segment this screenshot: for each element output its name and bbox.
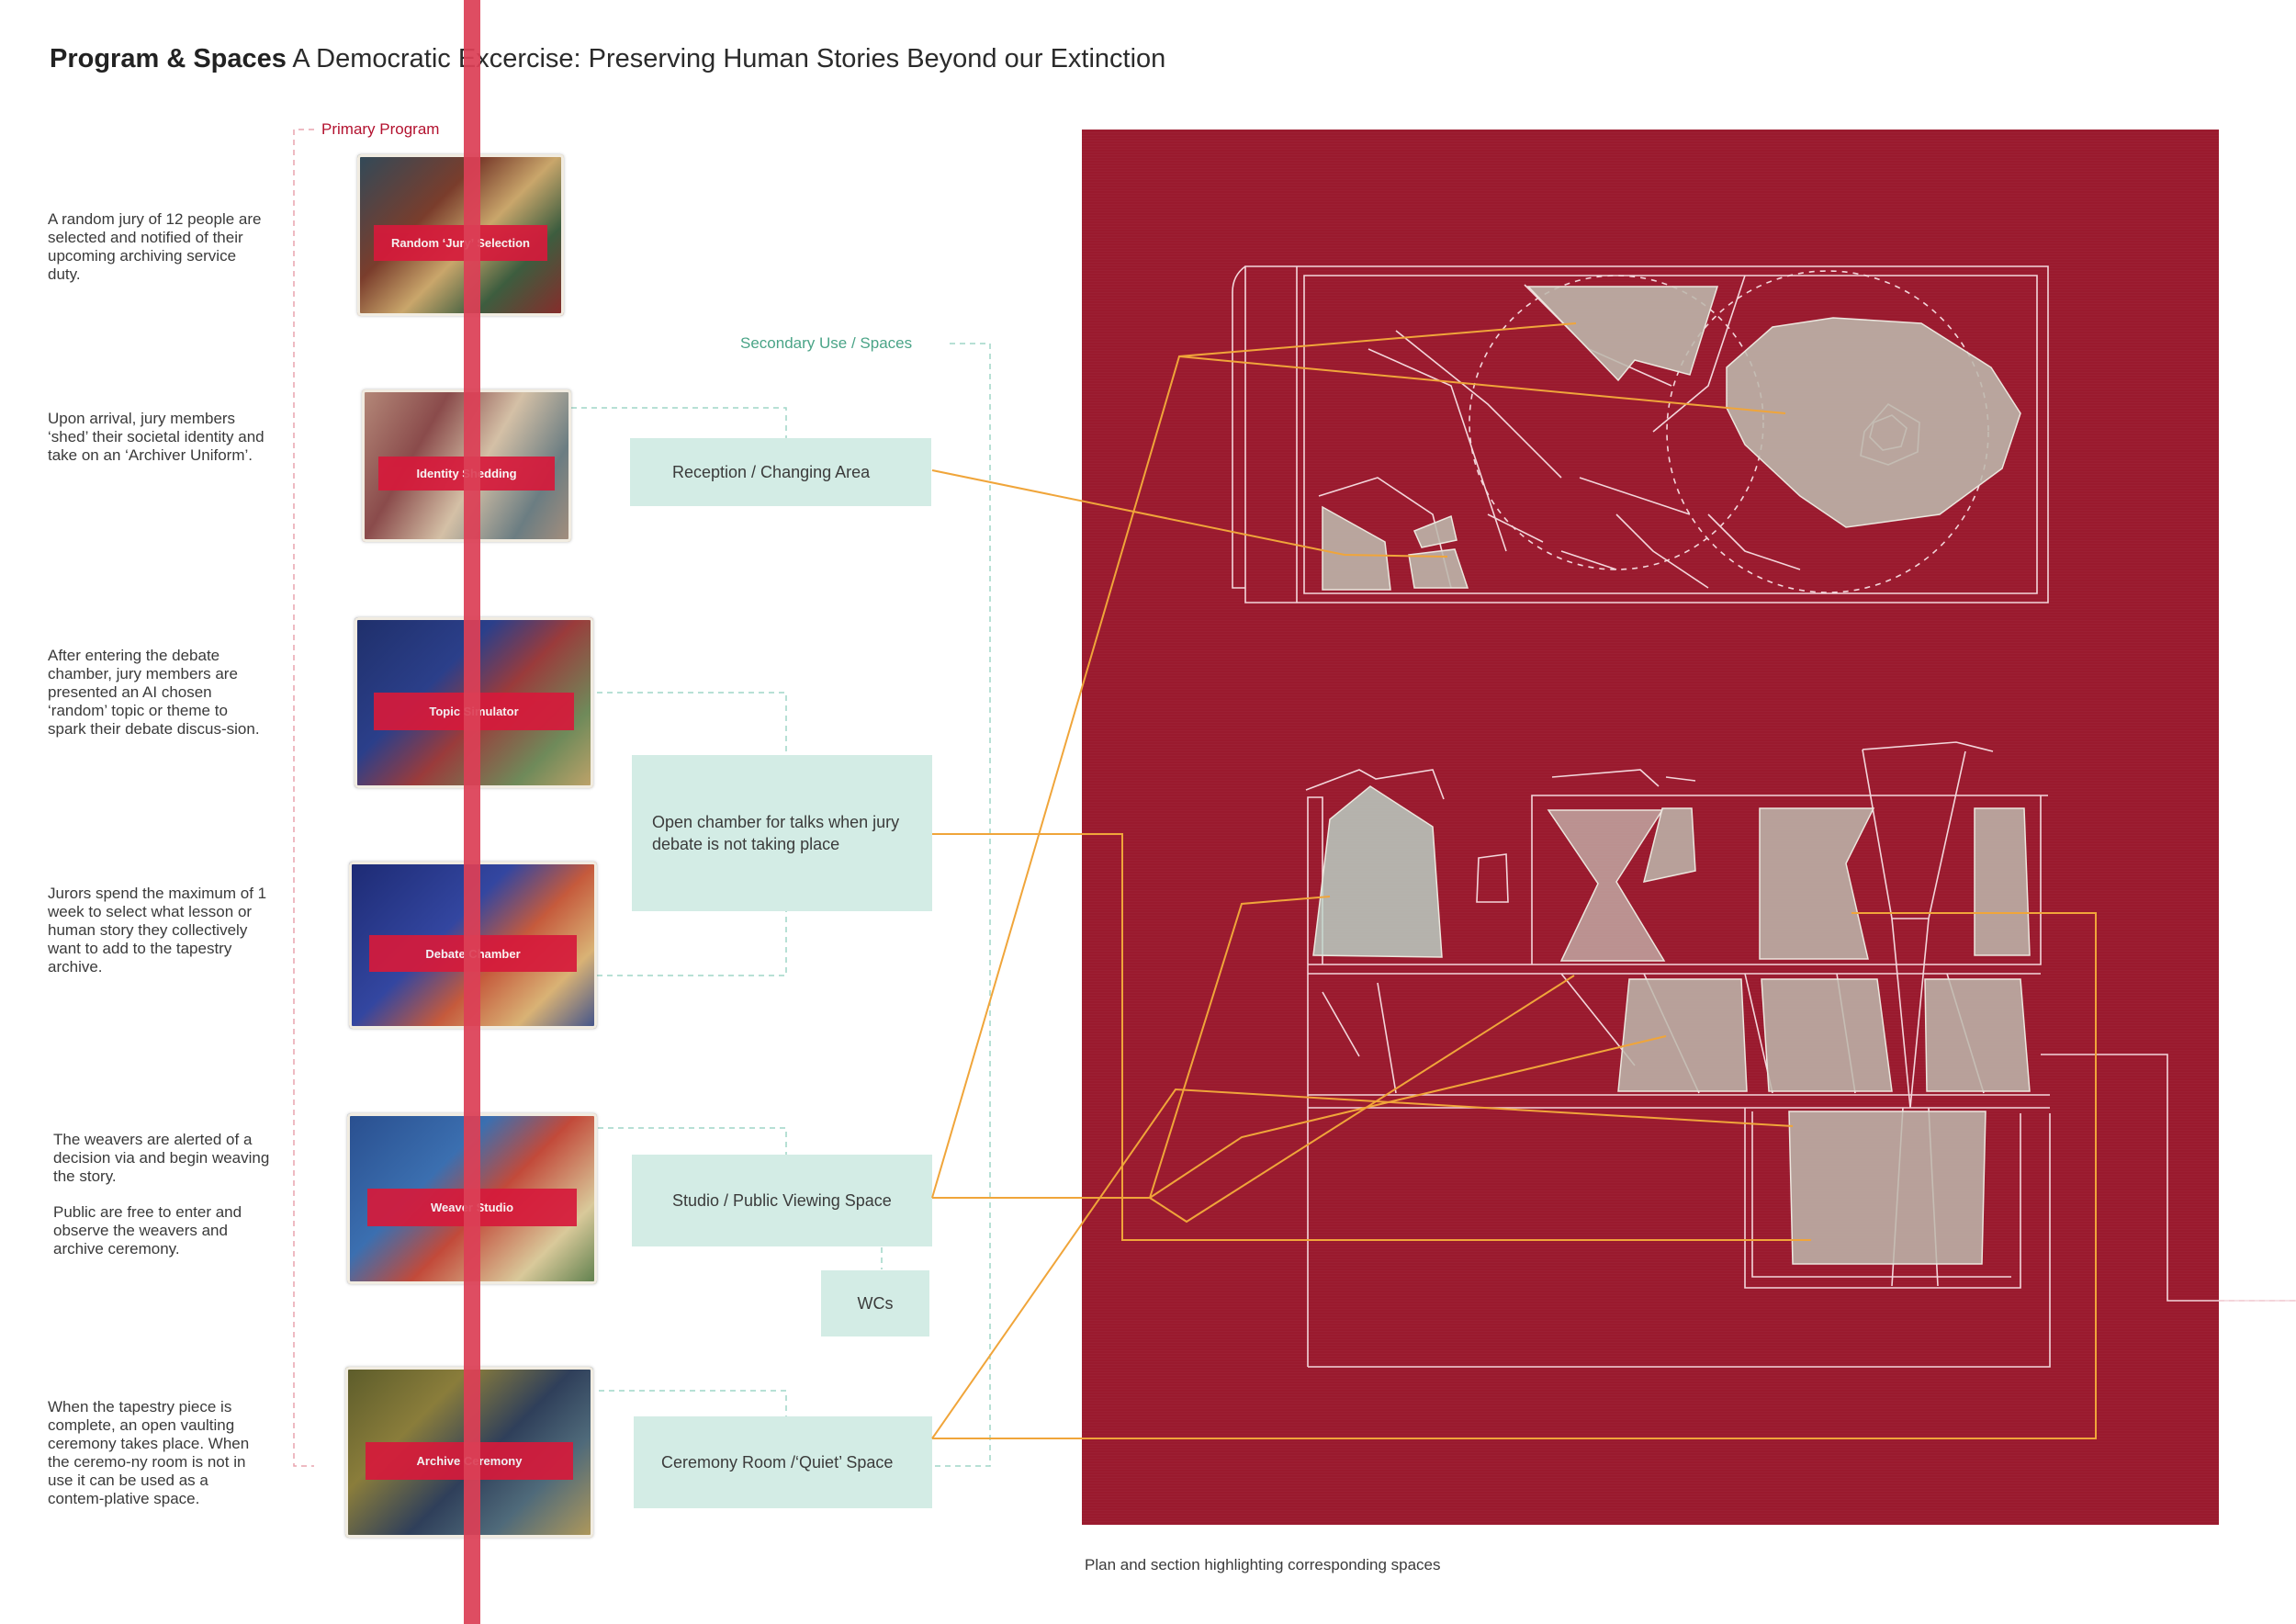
title-subtitle: A Democratic Excercise: Preserving Human…	[286, 44, 1166, 73]
space-open-chamber: Open chamber for talks when jury debate …	[632, 755, 932, 911]
tapestry-jury-selection: Random ‘Jury’ Selection	[357, 154, 564, 316]
space-ceremony-room: Ceremony Room /‘Quiet’ Space	[634, 1416, 932, 1508]
title-bold: Program & Spaces	[50, 44, 287, 73]
description-debate-chamber: Jurors spend the maximum of 1 week to se…	[48, 885, 267, 976]
plan-highlighted-spaces	[1322, 286, 2021, 591]
page-title: Program & Spaces A Democratic Excercise:…	[50, 44, 1165, 74]
drawing-caption: Plan and section highlighting correspond…	[1085, 1556, 1441, 1573]
description-archive-ceremony: When the tapestry piece is complete, an …	[48, 1398, 250, 1507]
program-label-jury-selection: Random ‘Jury’ Selection	[374, 225, 547, 262]
space-studio-public-viewing: Studio / Public Viewing Space	[632, 1155, 932, 1246]
section-highlighted-spaces	[1312, 785, 2031, 1265]
description-topic-simulator: After entering the debate chamber, jury …	[48, 647, 260, 738]
description-jury-selection: A random jury of 12 people are selected …	[48, 210, 262, 283]
building-section	[1305, 741, 2296, 1368]
timeline-bar	[464, 0, 480, 1624]
space-wcs: WCs	[821, 1270, 929, 1336]
description-weaver-alert: The weavers are alerted of a decision vi…	[53, 1131, 270, 1185]
secondary-spaces-label: Secondary Use / Spaces	[740, 334, 913, 352]
description-public-viewing: Public are free to enter and observe the…	[53, 1203, 242, 1257]
connector-lines	[931, 322, 2097, 1439]
space-reception-changing: Reception / Changing Area	[630, 438, 931, 506]
primary-program-label: Primary Program	[321, 120, 440, 138]
description-identity-shedding: Upon arrival, jury members ‘shed’ their …	[48, 410, 264, 464]
